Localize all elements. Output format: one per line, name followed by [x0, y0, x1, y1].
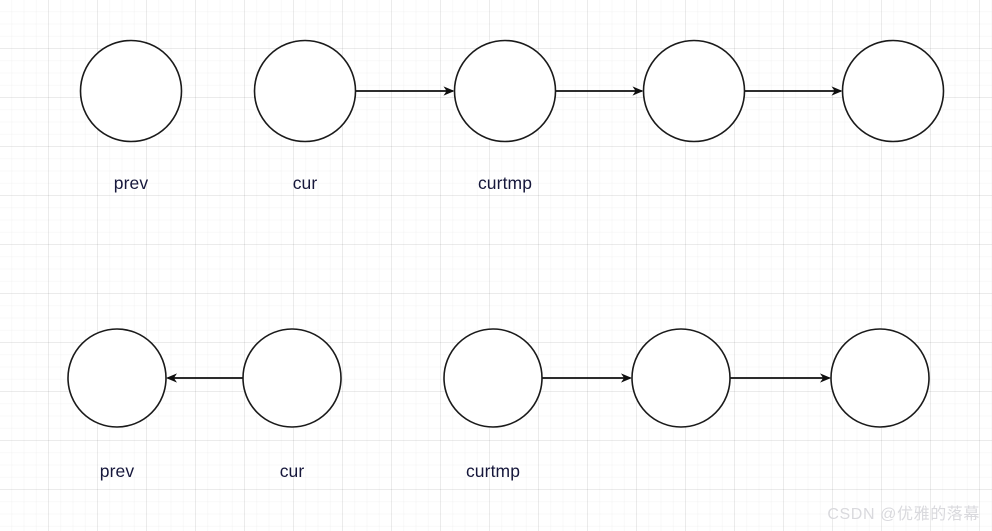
node-circle[interactable] — [642, 39, 746, 143]
node-circle[interactable] — [631, 328, 731, 428]
arrowhead-icon — [166, 373, 177, 383]
node-label-cur: cur — [279, 461, 305, 481]
arrowhead-icon — [443, 86, 455, 96]
edge-r2n2-to-r2n1 — [166, 373, 243, 383]
node-label-curtmp: curtmp — [477, 173, 533, 193]
node-circle[interactable] — [443, 328, 543, 428]
csdn-watermark: CSDN @优雅的落幕 — [827, 506, 980, 523]
node-label-curtmp: curtmp — [465, 461, 521, 481]
arrowhead-icon — [831, 86, 843, 96]
node-circle[interactable] — [830, 328, 930, 428]
arrowhead-icon — [820, 373, 831, 383]
edge-r1n3-to-r1n4 — [555, 86, 644, 96]
edge-r1n4-to-r1n5 — [744, 86, 843, 96]
arrowhead-icon — [632, 86, 644, 96]
node-circle[interactable] — [242, 328, 342, 428]
node-label-cur: cur — [292, 173, 318, 193]
node-label-prev: prev — [113, 173, 149, 193]
node-circle[interactable] — [841, 39, 945, 143]
edge-r2n3-to-r2n4 — [542, 373, 632, 383]
node-circle[interactable] — [453, 39, 557, 143]
node-circle[interactable] — [253, 39, 357, 143]
node-circle[interactable] — [79, 39, 183, 143]
node-circle[interactable] — [67, 328, 167, 428]
node-label-prev: prev — [99, 461, 135, 481]
edge-r1n2-to-r1n3 — [355, 86, 455, 96]
edge-r2n4-to-r2n5 — [730, 373, 831, 383]
arrowhead-icon — [621, 373, 632, 383]
